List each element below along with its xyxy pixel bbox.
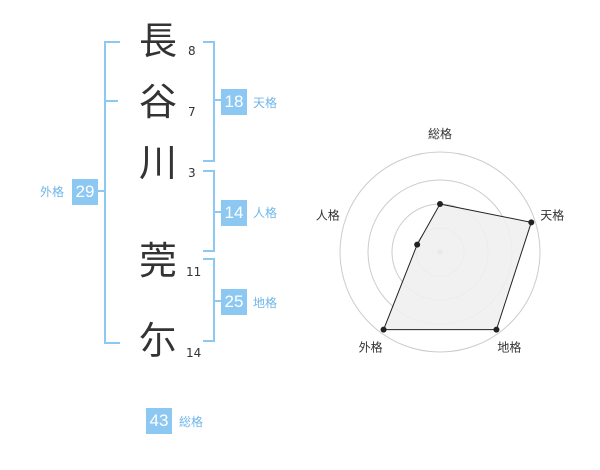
chikaku-bracket xyxy=(203,258,215,342)
radar-point-0 xyxy=(437,201,443,207)
radar-axis-label-1: 天格 xyxy=(540,208,564,223)
gaikaku-bracket xyxy=(104,41,120,344)
radar-axis-label-3: 外格 xyxy=(359,339,383,354)
tenkaku-label: 天格 xyxy=(253,96,278,110)
name-char-3: 川 xyxy=(138,141,177,185)
radar-point-3 xyxy=(380,326,387,333)
stroke-count-1: 8 xyxy=(188,44,196,58)
jinkaku-value: 14 xyxy=(221,200,247,226)
jinkaku-bracket-arm xyxy=(215,211,221,213)
radar-axis-label-4: 人格 xyxy=(316,208,340,223)
stroke-count-3: 3 xyxy=(188,166,196,180)
tenkaku-bracket-arm xyxy=(215,99,221,101)
radar-points xyxy=(380,201,535,333)
jinkaku-bracket xyxy=(203,170,215,252)
radar-axis-label-2: 地格 xyxy=(497,339,521,354)
chikaku-bracket-arm xyxy=(215,300,221,302)
chikaku-label: 地格 xyxy=(253,296,278,310)
name-char-2: 谷 xyxy=(138,80,177,124)
radar-point-2 xyxy=(493,326,500,333)
gaikaku-bracket-arm xyxy=(98,190,104,192)
radar-axis-label-0: 総格 xyxy=(428,126,452,141)
tenkaku-value: 18 xyxy=(221,89,247,115)
chikaku-value: 25 xyxy=(221,289,247,315)
name-char-5: 尓 xyxy=(138,319,177,363)
tenkaku-bracket xyxy=(203,41,215,162)
name-char-1: 長 xyxy=(138,19,177,63)
name-char-4: 莞 xyxy=(138,239,177,283)
stroke-count-5: 14 xyxy=(186,346,202,360)
radar-ring-4 xyxy=(339,151,541,353)
stroke-count-4: 11 xyxy=(186,265,202,279)
radar-area xyxy=(382,203,532,331)
gaikaku-bracket-tick xyxy=(104,100,118,102)
radar-point-4 xyxy=(414,241,421,248)
gaikaku-label: 外格 xyxy=(40,185,65,199)
stroke-count-2: 7 xyxy=(188,105,196,119)
radar-point-1 xyxy=(528,219,535,226)
gaikaku-value: 29 xyxy=(72,179,98,205)
soukaku-label: 総格 xyxy=(179,415,204,429)
jinkaku-label: 人格 xyxy=(253,206,278,220)
soukaku-value: 43 xyxy=(146,408,172,434)
